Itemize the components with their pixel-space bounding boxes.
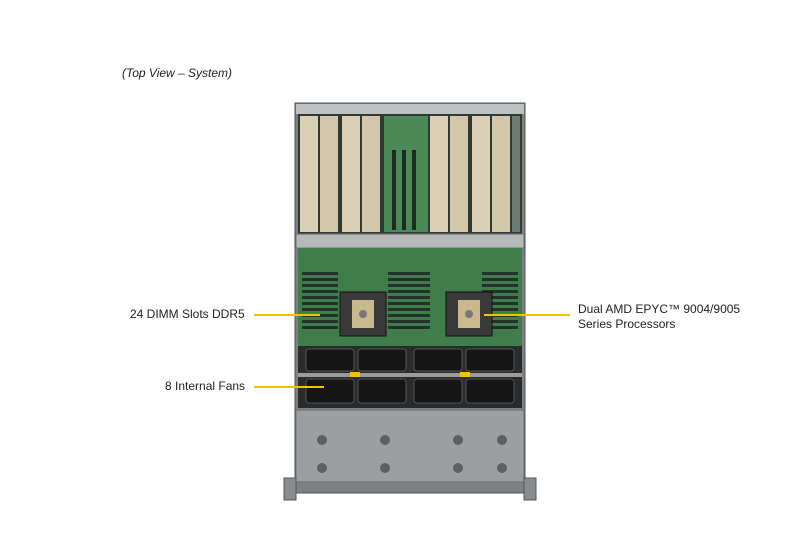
cover-screws (317, 435, 507, 473)
fan-row-bottom (305, 378, 515, 404)
view-caption: (Top View – System) (122, 66, 233, 80)
cpu-callout-line2: Series Processors (578, 317, 676, 331)
cpu-leader-line (484, 314, 570, 316)
cpu-callout-label: Dual AMD EPYC™ 9004/9005 Series Processo… (578, 302, 740, 332)
cpu-heatsink-left (339, 291, 387, 337)
fan-row-top (305, 348, 515, 372)
cpu-callout-line1: Dual AMD EPYC™ 9004/9005 (578, 302, 741, 316)
gpu-cards-left (300, 116, 380, 232)
front-handle-left (283, 477, 297, 501)
cross-bracket (295, 233, 525, 249)
fans-callout-label: 8 Internal Fans (165, 379, 246, 393)
gpu-cards-right (430, 116, 520, 232)
dimm-bank-left (302, 272, 518, 329)
dimm-leader-line (254, 314, 320, 316)
front-handle-right (523, 477, 537, 501)
fans-leader-line (254, 386, 324, 388)
dimm-callout-label: 24 DIMM Slots DDR5 (130, 307, 245, 321)
rear-vent-strip (296, 104, 524, 114)
front-cover (295, 409, 525, 483)
